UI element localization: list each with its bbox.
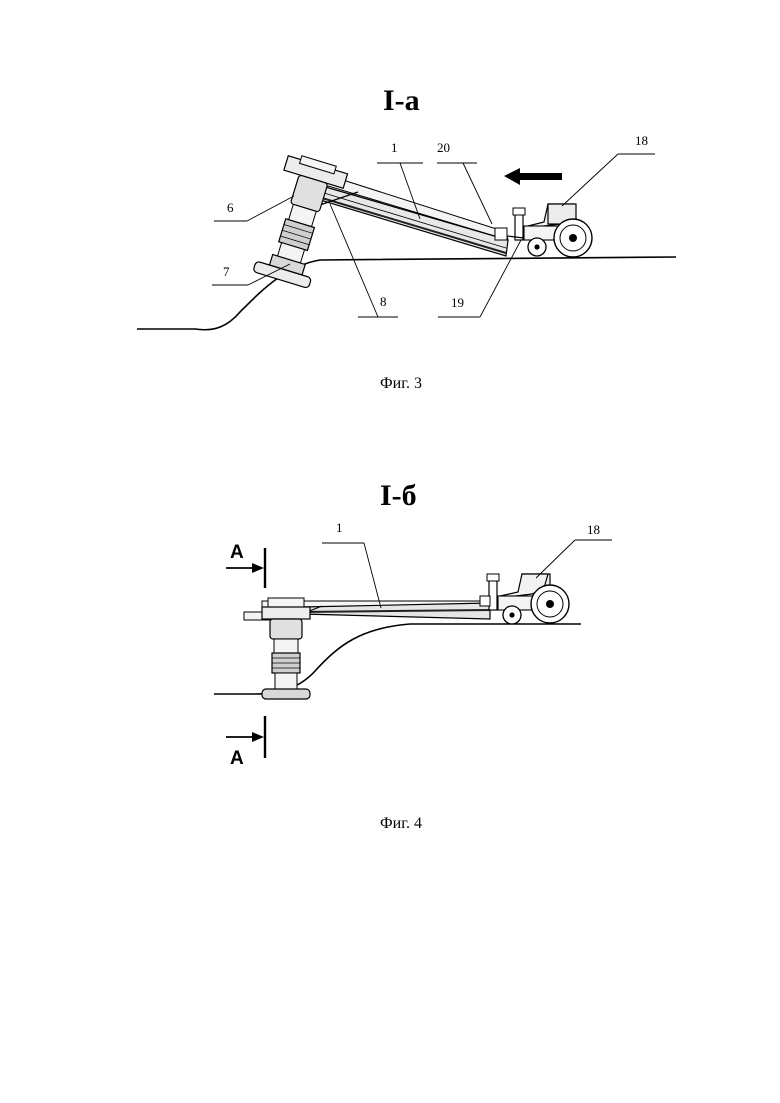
ref-label-19: 19	[451, 295, 464, 310]
beam-line	[324, 193, 506, 248]
ref-label-18: 18	[635, 133, 648, 148]
section-label-top: А	[230, 542, 244, 563]
ref-label-8: 8	[380, 294, 387, 309]
post-19	[515, 214, 523, 240]
section-label-bottom: А	[230, 748, 244, 769]
direction-arrow-icon	[504, 168, 562, 185]
tractor-18-fig4	[498, 574, 569, 624]
ref-label-6: 6	[227, 200, 234, 215]
support-column-fig4	[262, 598, 310, 699]
figure-3-caption: Фиг. 3	[380, 375, 422, 393]
ref-label-1-fig4: 1	[336, 520, 343, 535]
ref-label-18-fig4: 18	[587, 522, 600, 537]
tractor-18	[524, 204, 592, 257]
figure-4-title: I-б	[380, 479, 417, 513]
ref-label-1: 1	[391, 140, 398, 155]
ref-label-20: 20	[437, 140, 450, 155]
hitch-20	[495, 228, 507, 240]
ground-profile	[137, 257, 676, 330]
ref-label-7: 7	[223, 264, 230, 279]
ground-profile-fig4	[214, 624, 581, 694]
support-column	[253, 152, 349, 290]
figure-4-caption: Фиг. 4	[380, 815, 422, 833]
